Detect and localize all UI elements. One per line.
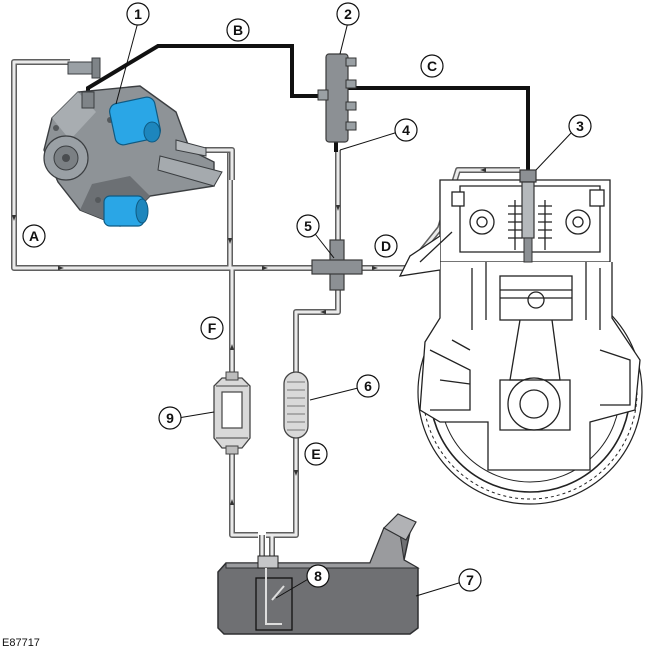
svg-text:E: E	[311, 446, 320, 462]
callout-8: 8	[306, 564, 330, 588]
pump-solenoid-upper	[109, 96, 161, 146]
callout-f: F	[200, 316, 224, 340]
svg-text:8: 8	[314, 568, 322, 584]
svg-text:9: 9	[166, 410, 174, 426]
svg-text:A: A	[29, 228, 39, 244]
svg-text:4: 4	[402, 122, 410, 138]
callout-e: E	[304, 442, 328, 466]
callout-6: 6	[356, 374, 380, 398]
svg-text:B: B	[233, 22, 243, 38]
callout-c: C	[420, 54, 444, 78]
svg-text:3: 3	[576, 118, 584, 134]
svg-text:C: C	[427, 58, 437, 74]
figure-reference-code: E87717	[2, 637, 40, 649]
svg-text:7: 7	[466, 572, 474, 588]
callout-1: 1	[126, 2, 150, 26]
svg-text:1: 1	[134, 6, 142, 22]
tank-sender-unit	[255, 555, 293, 631]
callout-a: A	[22, 224, 46, 248]
callout-7: 7	[458, 568, 482, 592]
fuel-filter	[213, 371, 251, 455]
callout-b: B	[226, 18, 250, 42]
return-junction	[311, 239, 363, 291]
fuel-cooler	[283, 371, 309, 439]
injector	[519, 169, 537, 263]
svg-text:F: F	[208, 320, 217, 336]
callout-5: 5	[296, 214, 320, 238]
svg-text:6: 6	[364, 378, 372, 394]
callout-2: 2	[336, 2, 360, 26]
pump-solenoid-lower	[103, 195, 149, 227]
svg-text:5: 5	[304, 218, 312, 234]
callout-4: 4	[394, 118, 418, 142]
high-pressure-pump	[43, 57, 223, 227]
callout-d: D	[374, 234, 398, 258]
callout-3: 3	[568, 114, 592, 138]
fuel-rail	[317, 53, 357, 143]
callout-9: 9	[158, 406, 182, 430]
flow-arrows	[12, 168, 486, 505]
engine-section	[398, 179, 643, 505]
svg-text:D: D	[381, 238, 391, 254]
svg-text:2: 2	[344, 6, 352, 22]
